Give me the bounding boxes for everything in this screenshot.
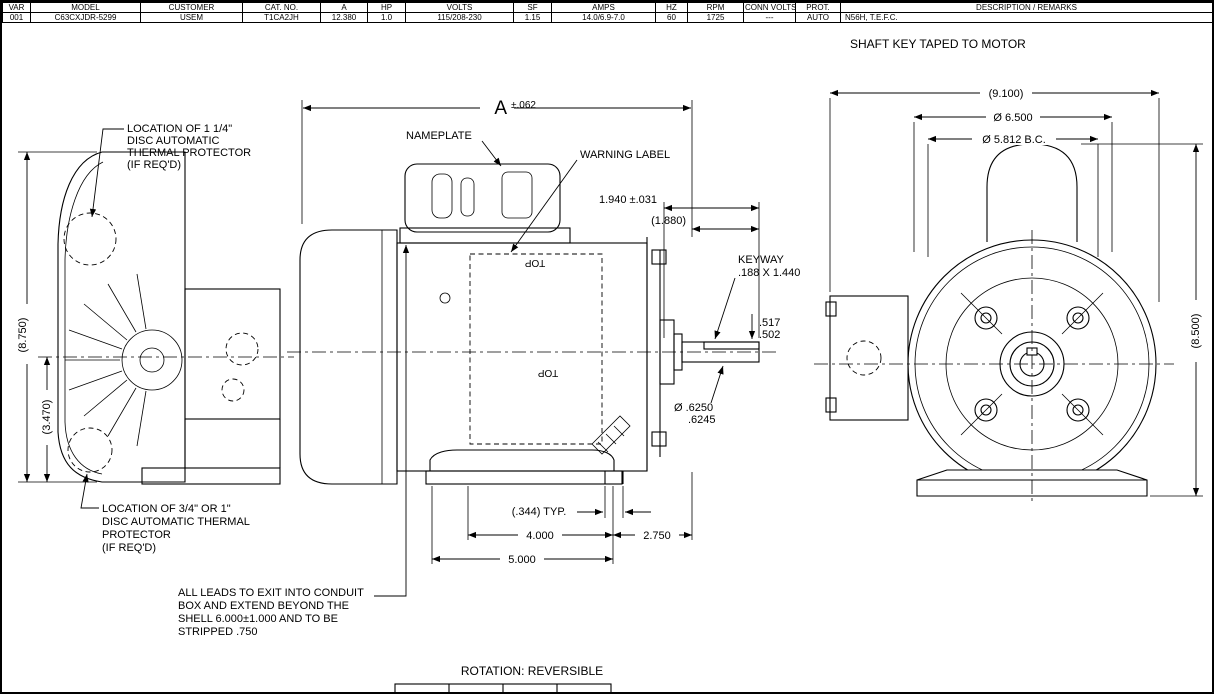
dim-keyway-l2: .188 X 1.440 <box>738 267 800 279</box>
dim-key-height-upper: .517 <box>759 317 780 329</box>
col-description: DESCRIPTION / REMARKS <box>840 2 1212 13</box>
val-volts: 115/208-230 <box>405 12 514 23</box>
dim-bc-5812: Ø 5.812 B.C. <box>982 134 1046 146</box>
drain-hatch <box>591 415 631 455</box>
col-customer: CUSTOMER <box>140 2 243 13</box>
thermal-upper-l3: THERMAL PROTECTOR <box>127 147 251 159</box>
val-hp: 1.0 <box>367 12 406 23</box>
dim-slot-typ: (.344) TYP. <box>512 506 567 518</box>
dim-a-letter: A <box>494 98 507 119</box>
dim-a-tol: ±.062 <box>511 100 536 111</box>
dim-shaft-len-ref: (1.880) <box>651 215 686 227</box>
col-prot: PROT. <box>795 2 841 13</box>
warning-label-area <box>469 253 603 445</box>
conduit-dome <box>986 143 1078 242</box>
dim-width-9100: (9.100) <box>989 88 1024 100</box>
dim-shaft-len: 1.940 ±.031 <box>599 194 657 206</box>
col-hz: HZ <box>655 2 688 13</box>
leads-l2: BOX AND EXTEND BEYOND THE <box>178 600 349 612</box>
val-customer: USEM <box>140 12 243 23</box>
dim-key-height-lower: .502 <box>759 329 780 341</box>
val-var: 001 <box>2 12 31 23</box>
val-a: 12.380 <box>320 12 368 23</box>
warning-label: WARNING LABEL <box>580 149 670 161</box>
val-prot: AUTO <box>795 12 841 23</box>
leads-l3: SHELL 6.000±1.000 AND TO BE <box>178 613 338 625</box>
nameplate-label: NAMEPLATE <box>406 130 472 142</box>
leads-l4: STRIPPED .750 <box>178 626 257 638</box>
leads-note: ALL LEADS TO EXIT INTO CONDUIT BOX AND E… <box>178 245 410 638</box>
val-connvolts: --- <box>743 12 796 23</box>
col-volts: VOLTS <box>405 2 514 13</box>
thermal-protector-lower-location <box>67 427 113 473</box>
top-marker-1: TOP <box>524 257 545 268</box>
end-view: (9.100) Ø 6.500 Ø 5.812 B.C. (8.500) <box>814 86 1203 502</box>
col-model: MODEL <box>30 2 141 13</box>
thermal-lower-l2: DISC AUTOMATIC THERMAL <box>102 516 250 528</box>
thermal-protector-upper-location <box>63 212 117 266</box>
col-var: VAR <box>2 2 31 13</box>
val-model: C63CXJDR-5299 <box>30 12 141 23</box>
col-sf: SF <box>513 2 552 13</box>
dim-height-8500: (8.500) <box>1190 314 1202 349</box>
dim-foot-5000: 5.000 <box>508 554 536 566</box>
shaft-key <box>703 341 760 350</box>
val-sf: 1.15 <box>513 12 552 23</box>
thermal-lower-l4: (IF REQ'D) <box>102 542 156 554</box>
val-amps: 14.0/6.9-7.0 <box>551 12 656 23</box>
table-header-row: VAR MODEL CUSTOMER CAT. NO. A HP VOLTS S… <box>2 2 1212 13</box>
left-view: (8.750) (3.470) LOCATION OF 1 1/4" DISC … <box>17 123 294 554</box>
bolt-holes <box>974 306 1090 422</box>
end-ribs <box>960 292 1104 436</box>
val-description: N56H, T.E.F.C. <box>840 12 1212 23</box>
thermal-upper-note: LOCATION OF 1 1/4" DISC AUTOMATIC THERMA… <box>89 123 251 218</box>
val-rpm: 1725 <box>687 12 744 23</box>
title-block-partial <box>394 683 612 692</box>
leads-l1: ALL LEADS TO EXIT INTO CONDUIT <box>178 587 364 599</box>
val-catno: T1CA2JH <box>242 12 321 23</box>
thermal-lower-note: LOCATION OF 3/4" OR 1" DISC AUTOMATIC TH… <box>80 473 250 554</box>
table-value-row: 001 C63CXJDR-5299 USEM T1CA2JH 12.380 1.… <box>2 12 1212 23</box>
dim-shaft-dia-upper: Ø .6250 <box>674 402 713 414</box>
fan-grille <box>65 273 183 447</box>
conduit-box <box>399 163 571 244</box>
col-rpm: RPM <box>687 2 744 13</box>
end-view-box <box>829 295 909 421</box>
col-hp: HP <box>367 2 406 13</box>
dim-keyway-l1: KEYWAY <box>738 254 785 266</box>
dim-foot-4000: 4.000 <box>526 530 554 542</box>
thermal-upper-l2: DISC AUTOMATIC <box>127 135 220 147</box>
dim-dia-6500: Ø 6.500 <box>993 112 1032 124</box>
shaft-key-note: SHAFT KEY TAPED TO MOTOR <box>850 37 1026 51</box>
val-hz: 60 <box>655 12 688 23</box>
rotation-note: ROTATION: REVERSIBLE <box>461 664 603 678</box>
dim-shaft-dia-lower: .6245 <box>688 414 716 426</box>
col-connvolts: CONN VOLTS <box>743 2 796 13</box>
dim-height-3470: (3.470) <box>41 400 53 435</box>
thermal-upper-l1: LOCATION OF 1 1/4" <box>127 123 232 135</box>
top-marker-2: TOP <box>537 367 558 378</box>
col-catno: CAT. NO. <box>242 2 321 13</box>
thermal-upper-l4: (IF REQ'D) <box>127 159 181 171</box>
dim-height-8750: (8.750) <box>17 318 29 353</box>
col-a: A <box>320 2 368 13</box>
dim-foot-2750: 2.750 <box>643 530 671 542</box>
thermal-lower-l1: LOCATION OF 3/4" OR 1" <box>102 503 231 515</box>
title-data-table: VAR MODEL CUSTOMER CAT. NO. A HP VOLTS S… <box>2 2 1212 23</box>
thermal-lower-l3: PROTECTOR <box>102 529 171 541</box>
col-amps: AMPS <box>551 2 656 13</box>
side-view: TOP TOP <box>178 98 800 638</box>
